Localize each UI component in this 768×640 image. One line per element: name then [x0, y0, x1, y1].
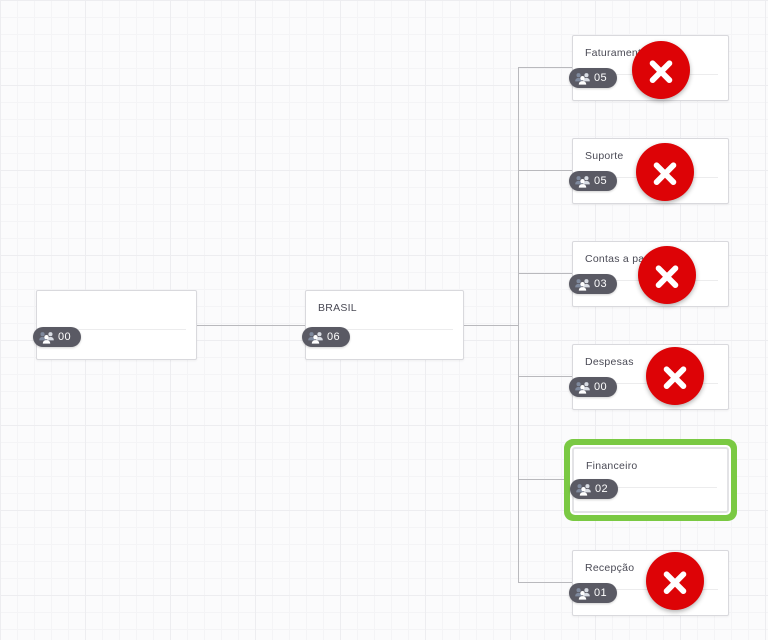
- people-group-icon: [39, 331, 54, 344]
- connector-branch-financeiro: [518, 479, 572, 480]
- employee-count-badge[interactable]: 05: [569, 171, 617, 191]
- remove-node-button-faturamento[interactable]: [632, 41, 690, 99]
- employee-count-value: 02: [595, 482, 609, 495]
- employee-count-badge[interactable]: 05: [569, 68, 617, 88]
- remove-circle-x-icon: [650, 157, 680, 187]
- node-divider: [316, 329, 453, 330]
- connector-trunk-vertical: [518, 67, 519, 582]
- node-brasil[interactable]: BRASIL 06: [302, 290, 464, 360]
- node-financeiro[interactable]: Financeiro 02: [570, 447, 729, 513]
- people-group-icon: [308, 331, 323, 344]
- connector-branch-despesas: [518, 376, 572, 377]
- connector-branch-contas: [518, 273, 572, 274]
- node-title: Suporte: [585, 150, 624, 162]
- node-divider: [584, 487, 717, 488]
- employee-count-badge[interactable]: 00: [33, 327, 81, 347]
- people-group-icon: [575, 175, 590, 188]
- remove-node-button-contas-a-pagar[interactable]: [638, 246, 696, 304]
- employee-count-value: 06: [327, 330, 341, 343]
- remove-circle-x-icon: [660, 361, 690, 391]
- employee-count-value: 05: [594, 71, 608, 84]
- node-title: Recepção: [585, 562, 635, 574]
- node-title: Financeiro: [586, 460, 638, 472]
- node-title: Faturamento: [585, 47, 648, 59]
- remove-node-button-suporte[interactable]: [636, 143, 694, 201]
- connector-branch-recepcao: [518, 582, 572, 583]
- employee-count-badge[interactable]: 06: [302, 327, 350, 347]
- people-group-icon: [575, 278, 590, 291]
- employee-count-value: 00: [594, 380, 608, 393]
- employee-count-badge[interactable]: 00: [569, 377, 617, 397]
- employee-count-badge[interactable]: 02: [570, 479, 618, 499]
- remove-circle-x-icon: [660, 566, 690, 596]
- employee-count-value: 03: [594, 277, 608, 290]
- people-group-icon: [575, 587, 590, 600]
- employee-count-value: 00: [58, 330, 72, 343]
- node-title: Despesas: [585, 356, 634, 368]
- employee-count-value: 05: [594, 174, 608, 187]
- node-title: BRASIL: [318, 302, 357, 314]
- people-group-icon: [575, 72, 590, 85]
- connector-branch-faturamento: [518, 67, 572, 68]
- connector-root-to-brasil: [197, 325, 305, 326]
- employee-count-value: 01: [594, 586, 608, 599]
- remove-circle-x-icon: [646, 55, 676, 85]
- people-group-icon: [575, 381, 590, 394]
- remove-node-button-recepcao[interactable]: [646, 552, 704, 610]
- connector-brasil-trunk-stub: [464, 325, 518, 326]
- people-group-icon: [576, 483, 591, 496]
- remove-node-button-despesas[interactable]: [646, 347, 704, 405]
- node-divider: [47, 329, 186, 330]
- node-root[interactable]: 00: [33, 290, 197, 360]
- employee-count-badge[interactable]: 03: [569, 274, 617, 294]
- connector-branch-suporte: [518, 170, 572, 171]
- employee-count-badge[interactable]: 01: [569, 583, 617, 603]
- remove-circle-x-icon: [652, 260, 682, 290]
